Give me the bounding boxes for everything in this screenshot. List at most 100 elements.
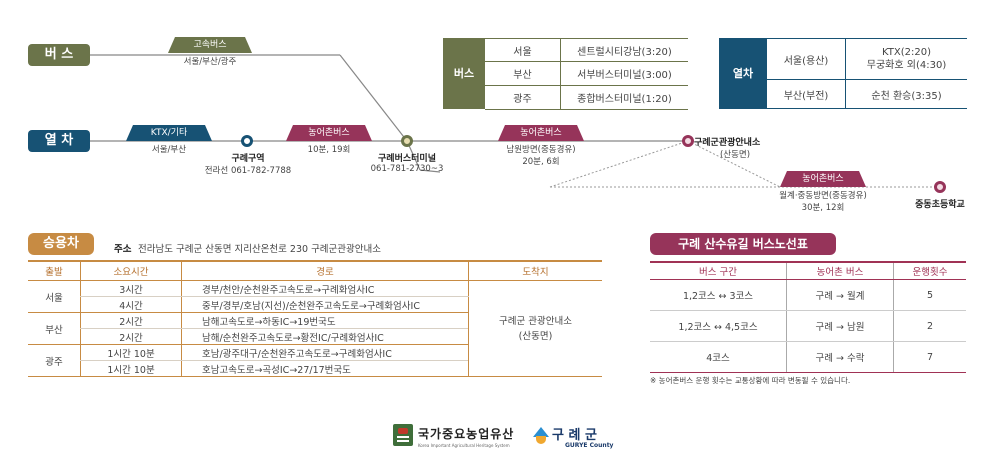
table-row: 1시간 10분 호남고속도로→곡성IC→27/17번국도	[28, 360, 602, 377]
tour-bus-header-row: 버스 구간 농어촌 버스 운행횟수	[650, 261, 966, 280]
table-row: 2시간 남해/순천완주고속도로→황전IC/구례화엄사IC	[28, 328, 602, 345]
train-info-table: 서울(용산) KTX(2:20) 무궁화호 외(4:30) 부산(부전)순천 환승…	[767, 39, 967, 109]
terminal-branch-tail	[419, 169, 441, 173]
address-label: 주소	[114, 244, 132, 255]
bus-line: 구례 → 남원	[786, 310, 894, 342]
tour-office-node	[682, 135, 694, 147]
destination-area: (산동면)	[518, 330, 553, 342]
tour-bus-title: 구례 산수유길 버스노선표	[650, 233, 836, 255]
bus-line: 구례 → 월계	[786, 279, 894, 311]
farm-bus-3-direction: 월계·중동방면(중동경유)	[779, 191, 867, 201]
train-info-label: 열차	[719, 39, 767, 109]
bus-count: 2	[893, 310, 966, 342]
dashed-route-1	[549, 140, 689, 188]
bus-dest: 센트럴시티강남(3:20)	[560, 39, 688, 62]
school-name: 중동초등학교	[915, 200, 965, 210]
header-farm-bus: 농어촌 버스	[786, 261, 894, 280]
destination-cell: 구례군 관광안내소 (산동면)	[468, 280, 602, 377]
travel-time: 4시간	[80, 296, 182, 313]
express-bus-route: 서울/부산/광주	[183, 57, 237, 67]
farm-bus-3-info: 30분, 12회	[801, 203, 845, 213]
train-dest-2: 무궁화호 외(4:30)	[866, 60, 947, 71]
from-city: 광주	[28, 344, 81, 377]
travel-time: 2시간	[80, 328, 182, 345]
train-city: 서울(용산)	[767, 39, 846, 80]
farm-bus-1-tag: 농어촌버스	[286, 125, 372, 141]
bus-dest: 종합버스터미널(1:20)	[560, 85, 688, 110]
tour-bus-note: ※ 농어촌버스 운행 횟수는 교통상황에 따라 변동될 수 있습니다.	[650, 376, 851, 385]
train-dest-cell: KTX(2:20) 무궁화호 외(4:30)	[845, 39, 967, 80]
heritage-subtitle: Korea Important Agricultural Heritage Sy…	[418, 443, 510, 448]
bus-info-label: 버스	[443, 39, 485, 109]
car-route-table: 출발 소요시간 경로 도착지 서울 3시간 경부/천안/순천완주고속도로→구례화…	[28, 260, 602, 377]
route-path: 경부/천안/순천완주고속도로→구례화엄사IC	[181, 280, 469, 297]
train-info-row: 부산(부전)순천 환승(3:35)	[767, 79, 967, 109]
bus-route-slope	[339, 54, 408, 142]
ktx-tag: KTX/기타	[126, 125, 212, 141]
table-row: 서울 3시간 경부/천안/순천완주고속도로→구례화엄사IC 구례군 관광안내소 …	[28, 280, 602, 377]
table-row: 부산 2시간 남해고속도로→하동IC→19번국도	[28, 312, 602, 345]
car-title: 승용차	[28, 233, 94, 255]
route-path: 남해고속도로→하동IC→19번국도	[181, 312, 469, 329]
route-path: 남해/순천완주고속도로→황전IC/구례화엄사IC	[181, 328, 469, 345]
tour-office-name: 구례군관광안내소	[694, 138, 761, 148]
bus-city: 부산	[485, 61, 561, 86]
gurye-county-logo-icon	[533, 427, 549, 445]
bus-count: 5	[893, 279, 966, 311]
address-text: 전라남도 구례군 산동면 지리산온천로 230 구례군관광안내소	[138, 244, 381, 255]
train-info-box: 열차 서울(용산) KTX(2:20) 무궁화호 외(4:30) 부산(부전)순천…	[719, 38, 967, 109]
tour-office-area: (산동면)	[719, 150, 751, 160]
train-city: 부산(부전)	[767, 79, 846, 109]
train-legend: 열 차	[28, 130, 90, 152]
farm-bus-2-info: 20분, 6회	[522, 157, 560, 167]
bus-dest: 서부버스터미널(3:00)	[560, 61, 688, 86]
tour-bus-table: 버스 구간 농어촌 버스 운행횟수 1,2코스 ↔ 3코스 구례 → 월계 5 …	[650, 261, 966, 373]
bus-city: 광주	[485, 85, 561, 110]
farm-bus-3-tag: 농어촌버스	[780, 171, 866, 187]
farm-bus-2-tag: 농어촌버스	[498, 125, 584, 141]
gurye-station-phone: 전라선 061-782-7788	[204, 166, 292, 176]
table-row: 1,2코스 ↔ 3코스 구례 → 월계 5	[650, 279, 966, 311]
bus-section: 1,2코스 ↔ 4,5코스	[650, 310, 787, 342]
county-name: 구 례 군	[552, 428, 597, 443]
bus-line: 구례 → 수락	[786, 341, 894, 373]
train-dest: 순천 환승(3:35)	[845, 79, 967, 109]
from-city: 부산	[28, 312, 81, 345]
table-row: 1,2코스 ↔ 4,5코스 구례 → 남원 2	[650, 310, 966, 342]
gurye-station-name: 구례구역	[231, 154, 265, 164]
county-name-english: GURYE County	[565, 442, 614, 449]
travel-time: 3시간	[80, 280, 182, 297]
farm-bus-1-info: 10분, 19회	[307, 145, 351, 155]
route-path: 호남고속도로→곡성IC→27/17번국도	[181, 360, 469, 377]
header-from: 출발	[28, 260, 81, 281]
destination-name: 구례군 관광안내소	[499, 315, 572, 327]
travel-time: 1시간 10분	[80, 360, 182, 377]
farm-bus-2-direction: 남원방면(중동경유)	[506, 145, 576, 155]
bus-section: 4코스	[650, 341, 787, 373]
travel-time: 2시간	[80, 312, 182, 329]
bus-legend: 버 스	[28, 44, 90, 66]
train-info-row: 서울(용산) KTX(2:20) 무궁화호 외(4:30)	[767, 39, 967, 80]
bus-count: 7	[893, 341, 966, 373]
bus-city: 서울	[485, 39, 561, 62]
terminal-name: 구례버스터미널	[378, 154, 436, 164]
header-count: 운행횟수	[893, 261, 966, 280]
ktx-route: 서울/부산	[151, 145, 187, 155]
terminal-phone: 061-781-2730~3	[370, 164, 444, 174]
header-destination: 도착지	[468, 260, 602, 281]
car-header-row: 출발 소요시간 경로 도착지	[28, 260, 602, 281]
train-dest: KTX(2:20)	[882, 47, 931, 58]
table-row: 4코스 구례 → 수락 7	[650, 341, 966, 373]
travel-time: 1시간 10분	[80, 344, 182, 361]
school-node	[934, 181, 946, 193]
gurye-station-node	[241, 135, 253, 147]
header-path: 경로	[181, 260, 469, 281]
header-time: 소요시간	[80, 260, 182, 281]
express-bus-tag: 고속버스	[168, 37, 252, 53]
table-row: 4시간 중부/경부/호남(지선)/순천완주고속도로→구례화엄사IC	[28, 296, 602, 313]
